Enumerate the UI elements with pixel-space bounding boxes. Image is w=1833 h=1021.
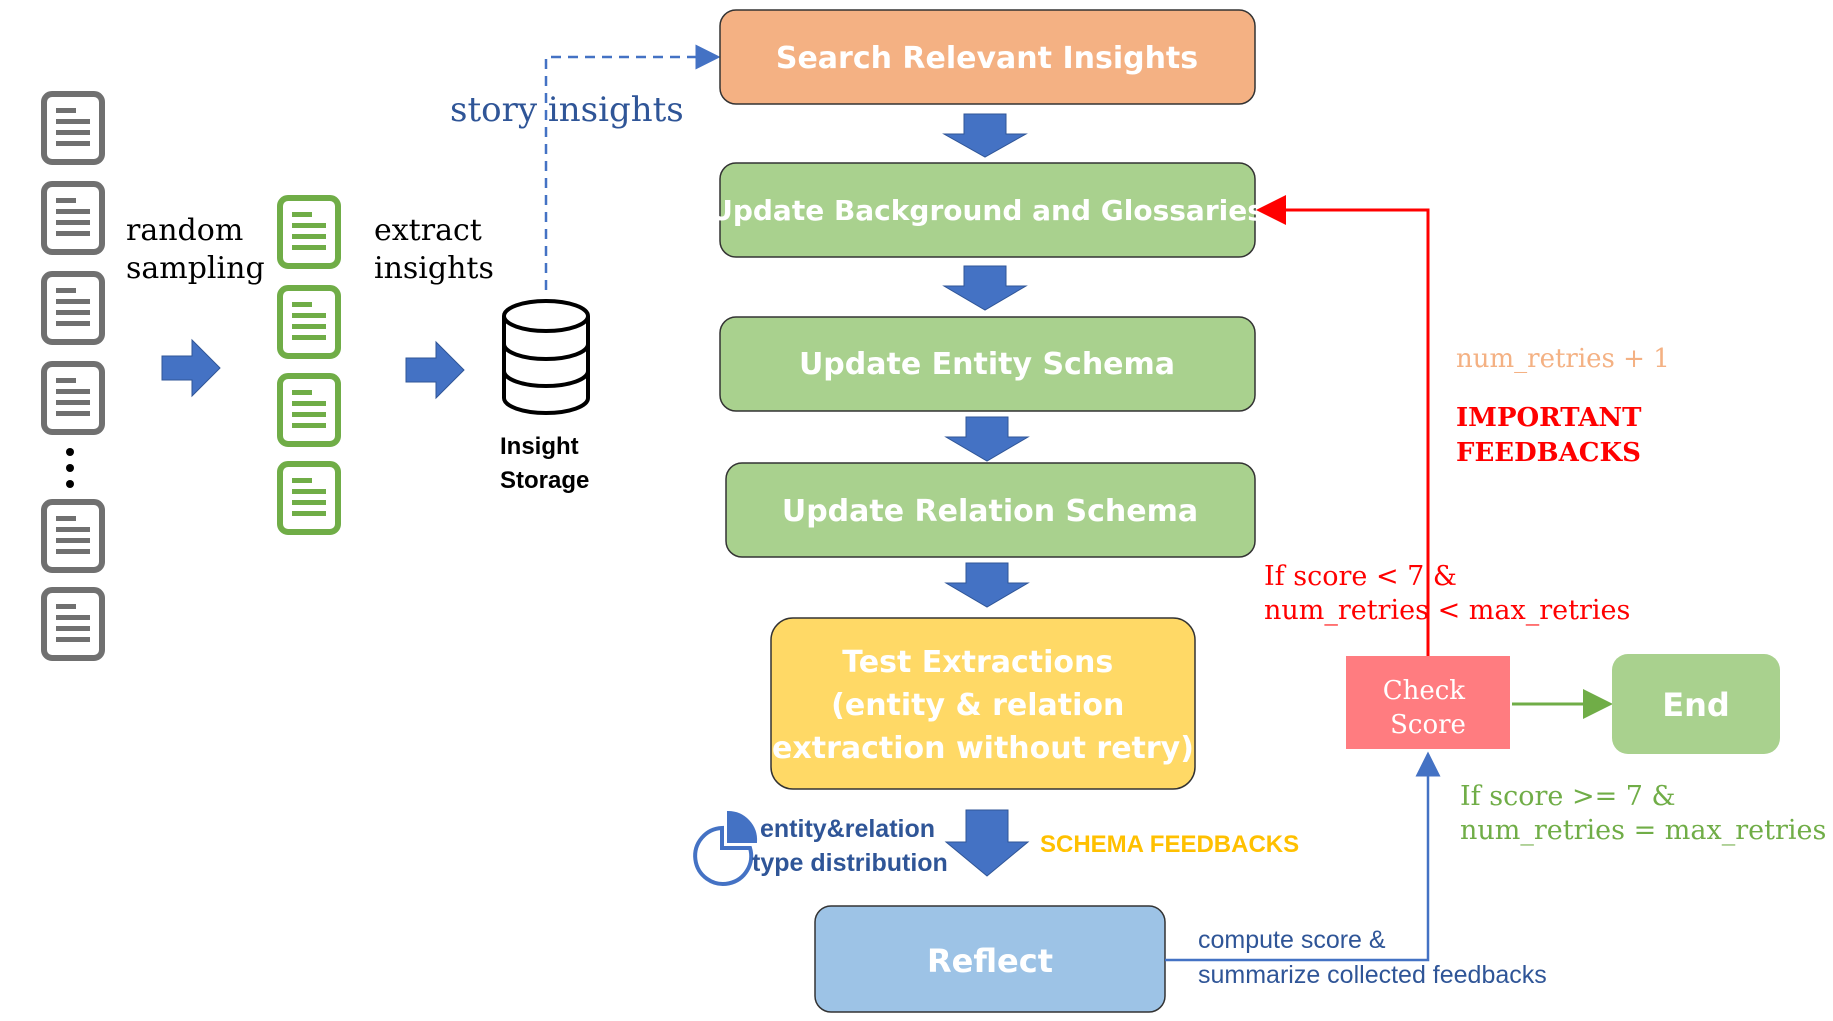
document-icon (280, 376, 338, 444)
test-extractions-label: Test Extractions (entity & relation extr… (772, 645, 1194, 766)
block-arrow-right (161, 338, 221, 398)
document-icon (280, 198, 338, 266)
ellipsis-dot (66, 480, 74, 488)
document-icon (44, 364, 102, 432)
ellipsis-dot (66, 448, 74, 456)
feedback-loop-connector (1256, 195, 1430, 656)
search-insights-box (719, 9, 1256, 105)
update-background-box (719, 162, 1256, 258)
block-arrow-down (942, 113, 1028, 158)
update-entity-label: Update Entity Schema (799, 347, 1175, 382)
extract-insights-label: extract insights (374, 213, 494, 286)
block-arrow-down (942, 265, 1028, 311)
update-entity-box (719, 316, 1256, 412)
block-arrow-down (944, 809, 1030, 877)
insight-storage-label: Insight Storage (500, 433, 589, 494)
retry-condition-label: If score < 7 & num_retries < max_retries (1264, 561, 1630, 626)
document-icon (280, 288, 338, 356)
schema-feedbacks-label: SCHEMA FEEDBACKS (1040, 831, 1299, 858)
document-icon (44, 184, 102, 252)
update-background-label: Update Background and Glossaries (710, 194, 1264, 227)
important-feedbacks-label: IMPORTANT FEEDBACKS (1456, 403, 1651, 468)
database-icon (502, 299, 590, 415)
reflect-label: Reflect (927, 942, 1053, 980)
block-arrow-down (944, 416, 1030, 462)
check-score-label: Check Score (1383, 676, 1474, 740)
end-label: End (1662, 686, 1730, 724)
compute-score-label: compute score & summarize collected feed… (1198, 926, 1547, 989)
end-condition-label: If score >= 7 & num_retries = max_retrie… (1460, 781, 1826, 846)
dashed-connector (544, 44, 721, 290)
block-arrow-down (944, 562, 1030, 608)
num-retries-plus-label: num_retries + 1 (1456, 344, 1670, 374)
reflect-to-check-connector (1165, 751, 1441, 962)
document-icon (44, 502, 102, 570)
source-documents (44, 94, 102, 658)
random-sampling-label: random sampling (126, 213, 265, 286)
update-relation-box (725, 462, 1256, 558)
story-insights-label: story insights (450, 90, 684, 130)
pie-chart-icon (693, 810, 758, 886)
test-extractions-box (770, 617, 1196, 790)
document-icon (44, 94, 102, 162)
document-icon (44, 590, 102, 658)
document-icon (44, 274, 102, 342)
search-insights-label: Search Relevant Insights (776, 41, 1198, 76)
type-distribution-label: entity&relation type distribution (752, 815, 948, 877)
update-relation-label: Update Relation Schema (782, 494, 1198, 529)
ellipsis-dot (66, 464, 74, 472)
block-arrow-right (405, 340, 465, 400)
sampled-documents (280, 198, 338, 532)
end-box (1612, 654, 1780, 754)
document-icon (280, 464, 338, 532)
check-score-box (1346, 656, 1510, 749)
